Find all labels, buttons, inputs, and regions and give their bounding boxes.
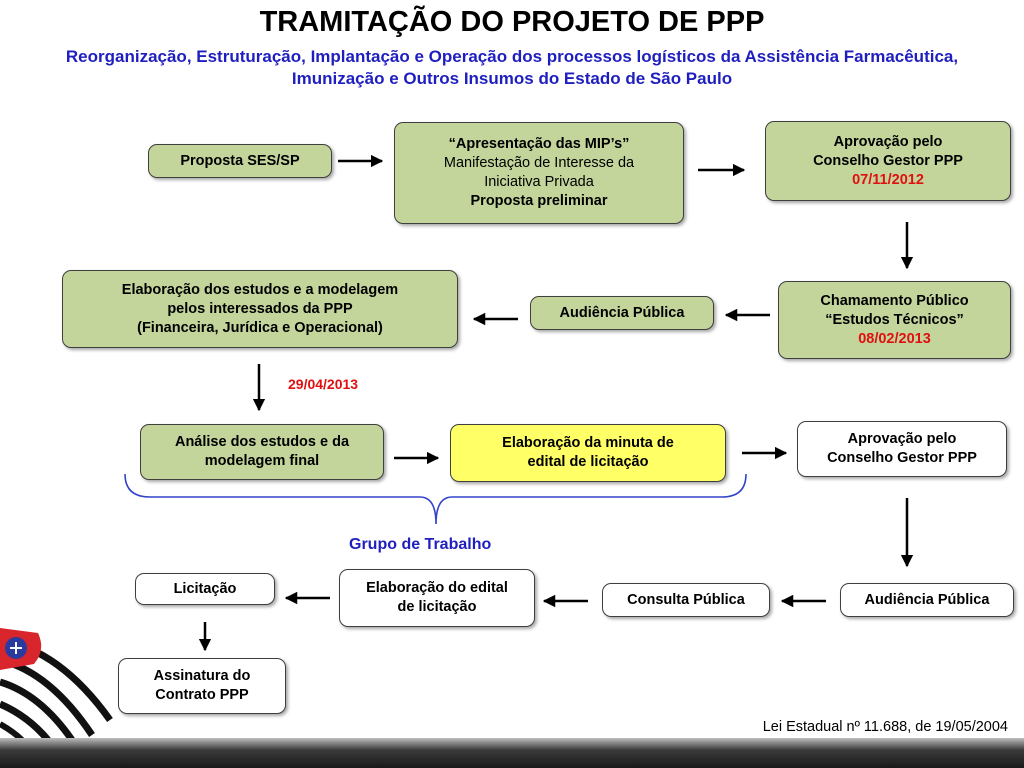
node-date: 07/11/2012 [852,171,924,188]
node-label: Análise dos estudos e da [174,434,350,450]
node-chamamento-publico: Chamamento Público “Estudos Técnicos” 08… [778,281,1011,359]
node-date: 08/02/2013 [858,330,931,347]
group-label: Grupo de Trabalho [349,536,492,553]
state-emblem-icon [0,628,132,743]
node-label: “Estudos Técnicos” [825,311,964,328]
node-label: Conselho Gestor PPP [813,152,963,169]
node-elaboracao-estudos: Elaboração dos estudos e a modelagem pel… [62,270,458,348]
node-consulta-publica: Consulta Pública [602,583,770,617]
node-label: Assinatura do [153,668,251,684]
node-label: Audiência Pública [864,591,990,608]
page-subtitle: Reorganização, Estruturação, Implantação… [65,47,959,88]
node-elaboracao-edital: Elaboração do edital de licitação [339,569,535,627]
node-label: Contrato PPP [155,687,249,703]
node-label: Elaboração do edital [366,580,508,596]
node-aprovacao-conselho-1: Aprovação pelo Conselho Gestor PPP 07/11… [765,121,1011,201]
node-apresentacao-mip: “Apresentação das MIP’s” Manifestação de… [394,122,684,224]
node-label: modelagem final [204,453,320,469]
node-label: Aprovação pelo [847,431,957,447]
node-label: “Apresentação das MIP’s” [448,136,630,152]
page-title: TRAMITAÇÃO DO PROJETO DE PPP [259,6,765,38]
node-label: Iniciativa Privada [484,174,594,190]
node-licitacao: Licitação [135,573,275,605]
node-label: Proposta SES/SP [180,152,300,169]
node-label: edital de licitação [527,454,649,470]
node-audiencia-publica-1: Audiência Pública [530,296,714,330]
node-aprovacao-conselho-2: Aprovação pelo Conselho Gestor PPP [797,421,1007,477]
node-label: Manifestação de Interesse da [443,155,635,171]
node-label: Elaboração dos estudos e a modelagem [121,281,399,298]
node-label: Proposta preliminar [470,193,608,209]
node-label: Elaboração da minuta de [502,435,674,451]
node-proposta-ses-sp: Proposta SES/SP [148,144,332,178]
footer-bar [0,738,1024,768]
arrow-date-label: 29/04/2013 [288,376,359,392]
node-label: Consulta Pública [627,591,745,608]
node-label: de licitação [397,599,477,615]
node-label: Chamamento Público [820,292,969,309]
node-label: (Financeira, Jurídica e Operacional) [137,319,383,336]
node-label: Conselho Gestor PPP [827,450,977,466]
node-analise-estudos: Análise dos estudos e da modelagem final [140,424,384,480]
node-label: Aprovação pelo [833,133,943,150]
node-assinatura-contrato: Assinatura do Contrato PPP [118,658,286,714]
footnote-law: Lei Estadual nº 11.688, de 19/05/2004 [762,719,1008,735]
node-minuta-edital: Elaboração da minuta de edital de licita… [450,424,726,482]
node-label: Licitação [173,580,237,597]
node-audiencia-publica-2: Audiência Pública [840,583,1014,617]
group-bracket [124,473,747,525]
node-label: Audiência Pública [559,304,685,321]
node-label: pelos interessados da PPP [167,300,353,317]
